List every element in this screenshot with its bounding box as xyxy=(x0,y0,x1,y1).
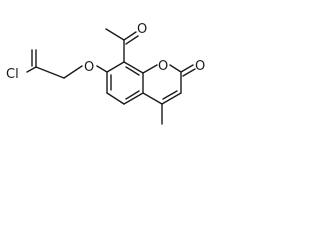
bond-inner-c8-c8a xyxy=(125,66,140,76)
atom-label-cl: Cl xyxy=(6,67,19,82)
bond-ch2-o xyxy=(63,65,83,79)
bond-c2-carbonyl-1 xyxy=(180,64,194,73)
bond-c-ch2 xyxy=(35,66,65,79)
bond-acetyl-methyl xyxy=(105,28,125,41)
bond-inner-c3-c4 xyxy=(162,90,178,100)
chemical-structure: Cl O O O O xyxy=(6,22,205,125)
bond-c5-c6 xyxy=(106,92,125,105)
bond-c4-c4a xyxy=(142,92,163,105)
atom-labels: Cl O O O O xyxy=(6,22,205,82)
atom-label-ether-o: O xyxy=(84,60,94,75)
bond-acetyl-co-1 xyxy=(123,31,137,41)
bond-c4a-c5 xyxy=(123,92,144,105)
bond-c3-c4 xyxy=(161,92,182,105)
atom-label-ring-o: O xyxy=(158,59,168,74)
atom-label-acetyl-o: O xyxy=(137,22,147,37)
bond-inner-c4a-c5 xyxy=(125,90,140,100)
bond-o-c7 xyxy=(96,65,108,73)
bond-c7-c8 xyxy=(106,61,125,73)
bond-c8-c8a xyxy=(123,61,144,74)
bond-c8a-o1 xyxy=(142,64,158,74)
bond-o1-c2 xyxy=(169,64,182,73)
atom-label-carbonyl-o: O xyxy=(195,59,205,74)
bond-lines xyxy=(26,28,196,125)
bond-c-cl xyxy=(26,66,37,73)
bond-acetyl-co-2 xyxy=(125,35,139,45)
bond-c2-carbonyl-2 xyxy=(182,68,196,77)
